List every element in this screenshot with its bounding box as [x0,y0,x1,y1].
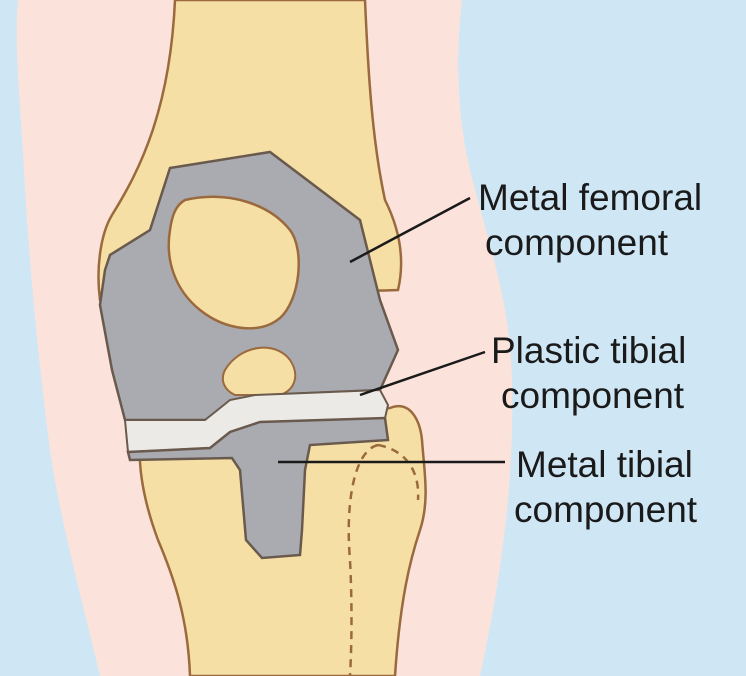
femoral-label-line2: component [485,222,669,263]
tibial-label-line1: Metal tibial [516,444,693,485]
plastic-label-line2: component [501,375,685,416]
femoral-label-line1: Metal femoral [478,177,702,218]
plastic-label-line1: Plastic tibial [491,330,686,371]
tibial-label-line2: component [514,489,698,530]
